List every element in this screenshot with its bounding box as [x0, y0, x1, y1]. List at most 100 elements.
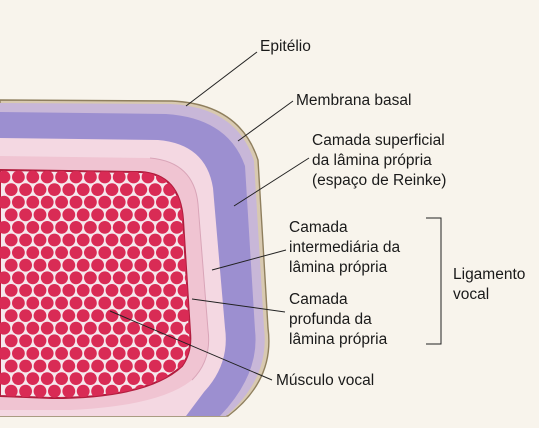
muscle-fiber: [5, 234, 18, 247]
muscle-fiber: [84, 271, 97, 284]
label-camada-profunda: Camada profunda da lâmina própria: [289, 290, 387, 350]
muscle-fiber: [55, 196, 68, 209]
muscle-fiber: [113, 171, 126, 184]
muscle-fiber: [170, 271, 183, 284]
muscle-fiber: [156, 221, 169, 234]
muscle-fiber: [77, 208, 90, 221]
muscle-fiber: [12, 372, 25, 385]
muscle-fiber: [156, 246, 169, 259]
muscle-fiber: [12, 322, 25, 335]
muscle-fiber: [12, 297, 25, 310]
muscle-fiber: [48, 234, 61, 247]
label-epitelio: Epitélio: [260, 37, 311, 57]
muscle-fiber: [84, 221, 97, 234]
muscle-fiber: [26, 271, 39, 284]
muscle-fiber: [34, 208, 47, 221]
muscle-fiber: [91, 334, 104, 347]
muscle-fiber: [156, 347, 169, 360]
muscle-fiber: [41, 347, 54, 360]
muscle-fiber: [5, 183, 18, 196]
label-camada-intermediaria: Camada intermediária da lâmina própria: [289, 218, 400, 278]
muscle-fiber: [106, 309, 119, 322]
muscle-fiber: [134, 208, 147, 221]
muscle-fiber: [19, 309, 32, 322]
muscle-fiber: [26, 171, 39, 184]
muscle-fiber: [127, 171, 140, 184]
muscle-fiber: [41, 196, 54, 209]
muscle-fiber: [113, 322, 126, 335]
muscle-fiber: [170, 347, 183, 360]
muscle-fiber: [91, 208, 104, 221]
muscle-fiber: [55, 322, 68, 335]
muscle-fiber: [170, 246, 183, 259]
muscle-fiber: [106, 208, 119, 221]
muscle-fiber: [127, 347, 140, 360]
muscle-fiber: [5, 284, 18, 297]
muscle-fiber: [91, 234, 104, 247]
muscle-fiber: [70, 271, 83, 284]
muscle-fiber: [127, 196, 140, 209]
muscle-fiber: [5, 385, 18, 398]
muscle-fiber: [120, 259, 133, 272]
muscle-fiber: [91, 309, 104, 322]
muscle-fiber: [19, 208, 32, 221]
muscle-fiber: [156, 322, 169, 335]
muscle-fiber: [142, 246, 155, 259]
muscle-fiber: [62, 183, 75, 196]
muscle-fiber: [163, 284, 176, 297]
muscle-fiber: [149, 259, 162, 272]
muscle-fiber: [163, 234, 176, 247]
muscle-fiber: [19, 259, 32, 272]
muscle-fiber: [170, 297, 183, 310]
muscle-fiber: [142, 347, 155, 360]
muscle-fiber: [149, 234, 162, 247]
muscle-fiber: [70, 171, 83, 184]
muscle-fiber: [98, 271, 111, 284]
muscle-fiber: [48, 259, 61, 272]
muscle-fiber: [48, 360, 61, 373]
muscle-fiber: [19, 183, 32, 196]
muscle-fiber: [70, 297, 83, 310]
muscle-fiber: [70, 221, 83, 234]
muscle-fiber: [113, 271, 126, 284]
muscle-fiber: [84, 322, 97, 335]
muscle-fiber: [77, 183, 90, 196]
muscle-fiber: [84, 171, 97, 184]
muscle-fiber: [70, 322, 83, 335]
muscle-fiber: [84, 196, 97, 209]
muscle-fiber: [48, 284, 61, 297]
muscle-fiber: [34, 334, 47, 347]
muscle-fiber: [91, 259, 104, 272]
muscle-fiber: [77, 309, 90, 322]
muscle-fiber: [163, 259, 176, 272]
muscle-fiber: [134, 334, 147, 347]
muscle-fiber: [62, 334, 75, 347]
muscle-fiber: [77, 284, 90, 297]
muscle-fiber: [48, 183, 61, 196]
muscle-fiber: [12, 271, 25, 284]
muscle-fiber: [77, 234, 90, 247]
muscle-fiber: [19, 334, 32, 347]
muscle-fiber: [84, 372, 97, 385]
muscle-fiber: [127, 297, 140, 310]
muscle-fiber: [98, 196, 111, 209]
muscle-fiber: [19, 234, 32, 247]
label-musculo-vocal: Músculo vocal: [276, 371, 374, 391]
muscle-fiber: [84, 297, 97, 310]
muscle-fiber: [142, 322, 155, 335]
muscle-fiber: [77, 360, 90, 373]
muscle-fiber: [19, 385, 32, 398]
muscle-fiber: [163, 309, 176, 322]
muscle-fiber: [77, 385, 90, 398]
muscle-fiber: [41, 372, 54, 385]
muscle-fiber: [106, 259, 119, 272]
muscle-fiber: [98, 297, 111, 310]
muscle-fiber: [149, 360, 162, 373]
muscle-fiber: [34, 385, 47, 398]
muscle-fiber: [77, 334, 90, 347]
muscle-fiber: [62, 385, 75, 398]
muscle-fiber: [113, 297, 126, 310]
muscle-fiber: [120, 183, 133, 196]
muscle-fiber: [106, 334, 119, 347]
